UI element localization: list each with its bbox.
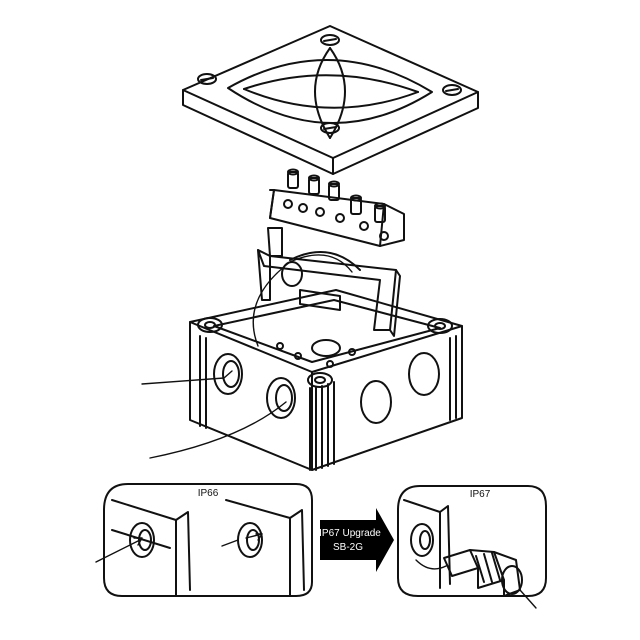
ip67-label: IP67 [470, 489, 491, 500]
terminal-post-icon [315, 180, 340, 217]
cable-entry-knockout-icon [360, 380, 392, 424]
terminal-post-icon [359, 202, 386, 231]
terminal-post-icon [335, 194, 362, 223]
upgrade-arrow-line2: SB-2G [333, 542, 363, 553]
cable-entry-knockout-icon [266, 377, 296, 419]
terminal-post-icon [298, 174, 320, 213]
ip67-panel [397, 485, 547, 609]
lid-screw-icon [320, 34, 340, 46]
ip66-panel [95, 483, 313, 597]
upgrade-arrow: IP67 Upgrade SB-2G [319, 508, 394, 572]
cable-entry-knockout-icon [213, 353, 243, 395]
ip66-label: IP66 [198, 488, 219, 499]
terminal-post-icon [283, 168, 299, 209]
lid [182, 25, 479, 175]
lid-screw-icon [442, 84, 462, 96]
cable-entry-knockout-icon [408, 352, 440, 396]
lid-screw-icon [320, 122, 340, 134]
mounting-bracket [257, 227, 401, 337]
terminal-strip [269, 168, 405, 247]
lid-screw-icon [197, 73, 217, 85]
cable-gland-icon [443, 549, 537, 609]
junction-box-body [141, 254, 463, 471]
upgrade-arrow-line1: IP67 Upgrade [319, 528, 381, 539]
